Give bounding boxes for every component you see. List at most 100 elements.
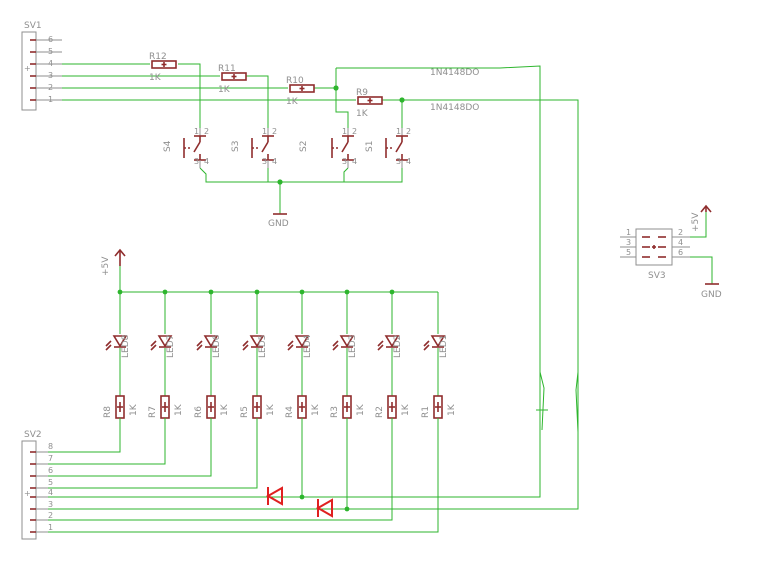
resistor-name: R5 xyxy=(240,406,250,418)
switch-name: S4 xyxy=(163,140,173,152)
switch-s1: 2 4 1 3 S1 xyxy=(365,127,411,168)
resistor-value: 1K xyxy=(286,97,299,107)
resistor-name: R6 xyxy=(194,406,204,418)
sv3-gnd-label: GND xyxy=(701,290,722,300)
resistor-r9: R9 1K xyxy=(356,88,383,119)
resistor-name: R11 xyxy=(218,64,236,74)
led-name: LED2 xyxy=(393,335,403,358)
switch-pin-label: 3 xyxy=(396,157,401,166)
sv3-pin-label: 3 xyxy=(626,238,631,247)
switch-pin-label: 3 xyxy=(262,157,267,166)
diode-label: 1N4148DO xyxy=(430,68,479,78)
sv2-pin-label: 6 xyxy=(48,466,53,475)
resistor-r11: R11 1K xyxy=(218,64,247,95)
switch-pin-label: 1 xyxy=(396,127,401,136)
sv1-label: SV1 xyxy=(24,21,42,31)
sv1-wires xyxy=(62,63,579,372)
resistor-name: R3 xyxy=(330,406,340,418)
led-name: LED5 xyxy=(258,335,268,358)
sv3-pin-label: 5 xyxy=(626,248,631,257)
switch-pin-label: 2 xyxy=(204,127,209,136)
switch-s4: 2 4 1 3 S4 xyxy=(163,127,209,168)
diode-label: 1N4148DO xyxy=(430,103,479,113)
connector-sv2: SV2 + 8 7 6 5 4 3 2 1 xyxy=(21,430,53,540)
sv3-label: SV3 xyxy=(648,271,666,281)
switch-pin-label: 2 xyxy=(272,127,277,136)
diode-return-wires xyxy=(48,371,579,510)
sv2-pin-label: 2 xyxy=(48,511,53,520)
resistor-name: R2 xyxy=(375,406,385,418)
resistor-name: R1 xyxy=(421,406,431,418)
resistor-value: 1K xyxy=(266,403,276,416)
resistor-value: 1K xyxy=(401,403,411,416)
switch-s3: 2 4 1 3 S3 xyxy=(231,127,277,168)
diode-d1 xyxy=(265,486,283,506)
sv1-plus-sign: + xyxy=(24,64,31,73)
switch-pin-label: 3 xyxy=(194,157,199,166)
vcc-label: +5V xyxy=(101,256,111,276)
connector-sv1: SV1 + 6 5 4 3 2 1 xyxy=(21,21,62,111)
resistor-value: 1K xyxy=(129,403,139,416)
switch-name: S1 xyxy=(365,141,375,152)
connector-sv3: 1 3 5 2 4 6 SV3 +5V GND xyxy=(620,204,722,300)
vcc-supply: +5V xyxy=(101,248,438,293)
switch-pin-label: 2 xyxy=(352,127,357,136)
led-name: LED7 xyxy=(166,335,176,358)
switch-pin-label: 4 xyxy=(272,157,277,166)
resistor-name: R9 xyxy=(356,88,368,98)
resistor-value: 1K xyxy=(356,109,369,119)
diode-d2 xyxy=(315,498,333,518)
switch-pin-label: 2 xyxy=(406,127,411,136)
switch-pin-label: 3 xyxy=(342,157,347,166)
resistor-value: 1K xyxy=(218,85,231,95)
resistor-value: 1K xyxy=(311,403,321,416)
sv2-plus-sign: + xyxy=(24,489,31,498)
led-column-5: LED5 R5 1K xyxy=(48,289,276,489)
switch-pin-label: 4 xyxy=(352,157,357,166)
resistor-value: 1K xyxy=(220,403,230,416)
resistor-value: 1K xyxy=(447,403,457,416)
switch-name: S2 xyxy=(299,141,309,152)
sv2-pin-label: 4 xyxy=(48,488,53,497)
switch-ground-bus: GND xyxy=(199,167,403,229)
led-column-1: LED1 R1 1K xyxy=(48,292,457,533)
resistor-name: R8 xyxy=(103,406,113,418)
led-columns: LED8 R8 1K LED7 R7 1K LED6 xyxy=(48,289,457,533)
resistor-value: 1K xyxy=(356,403,366,416)
led-column-7: LED7 R7 1K xyxy=(48,289,184,465)
sv2-pin-label: 7 xyxy=(48,454,53,463)
led-name: LED4 xyxy=(303,334,313,358)
sv2-pin-label: 5 xyxy=(48,478,53,487)
led-name: LED3 xyxy=(348,335,358,358)
switches: 2 4 1 3 S4 2 4 1 3 S3 xyxy=(163,127,411,168)
resistor-name: R7 xyxy=(148,406,158,418)
sv2-pin-label: 8 xyxy=(48,442,53,451)
resistor-name: R12 xyxy=(149,52,167,62)
resistor-value: 1K xyxy=(149,73,162,83)
switch-pin-label: 1 xyxy=(342,127,347,136)
switch-resistors: R12 1K R11 1K R10 1K R9 1K xyxy=(149,52,383,119)
sv2-pin-label: 1 xyxy=(48,523,53,532)
resistor-r12: R12 1K xyxy=(149,52,177,83)
sv3-pin-label: 1 xyxy=(626,228,631,237)
sv3-pin-label: 4 xyxy=(678,238,683,247)
switch-pin-label: 4 xyxy=(406,157,411,166)
led-column-6: LED6 R6 1K xyxy=(48,289,230,477)
sv3-vcc-label: +5V xyxy=(691,212,701,232)
switch-pin-label: 1 xyxy=(194,127,199,136)
led-column-8: LED8 R8 1K xyxy=(48,289,139,453)
sv2-label: SV2 xyxy=(24,430,42,440)
led-column-2: LED2 R2 1K xyxy=(48,289,411,521)
switch-pin-label: 4 xyxy=(204,157,209,166)
resistor-r10: R10 1K xyxy=(286,76,315,107)
resistor-name: R4 xyxy=(285,406,295,418)
led-name: LED1 xyxy=(439,335,449,358)
led-column-4: LED4 R4 1K xyxy=(285,289,321,500)
gnd-label: GND xyxy=(268,219,289,229)
switch-name: S3 xyxy=(231,141,241,152)
switch-pin-label: 1 xyxy=(262,127,267,136)
led-name: LED6 xyxy=(212,334,222,358)
resistor-name: R10 xyxy=(286,76,304,86)
led-column-3: LED3 R3 1K xyxy=(330,289,366,512)
